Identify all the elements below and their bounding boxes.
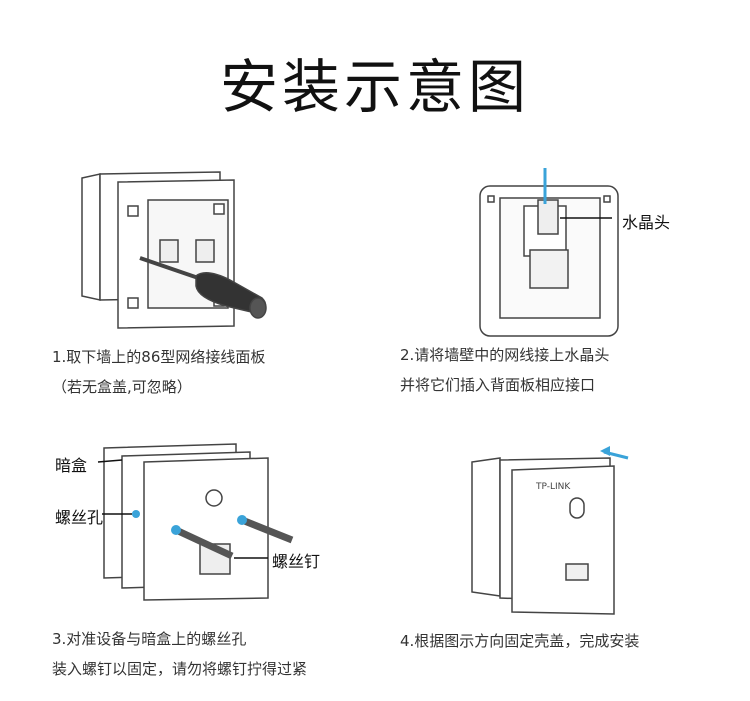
dark-box-label: 暗盒 [55,456,88,475]
screw-hole-label: 螺丝孔 [55,508,104,527]
step2-line1: 2.请将墙壁中的网线接上水晶头 [400,346,610,364]
brand-logo: TP-LINK [536,482,571,492]
step3-illustration [97,443,294,601]
page-title: 安装示意图 [219,53,530,121]
step1-illustration [81,171,267,329]
step2-illustration [479,168,619,337]
screw-label: 螺丝钉 [272,552,321,571]
step1-line1: 1.取下墙上的86型网络接线面板 [52,348,266,366]
step3-line1: 3.对准设备与暗盒上的螺丝孔 [52,630,247,648]
step4-line1: 4.根据图示方向固定壳盖，完成安装 [400,632,640,650]
step3-caption: 3.对准设备与暗盒上的螺丝孔 装入螺钉以固定，请勿将螺钉拧得过紧 [52,624,307,684]
step4-caption: 4.根据图示方向固定壳盖，完成安装 [400,626,639,656]
crystal-head-label: 水晶头 [622,213,671,232]
step2-caption: 2.请将墙壁中的网线接上水晶头 并将它们插入背面板相应接口 [400,340,609,400]
step3-line2: 装入螺钉以固定，请勿将螺钉拧得过紧 [52,660,308,678]
step2-line2: 并将它们插入背面板相应接口 [400,376,596,394]
step1-caption: 1.取下墙上的86型网络接线面板 （若无盒盖,可忽略） [52,342,265,402]
step1-line2: （若无盒盖,可忽略） [52,378,192,396]
step4-illustration [471,446,629,615]
